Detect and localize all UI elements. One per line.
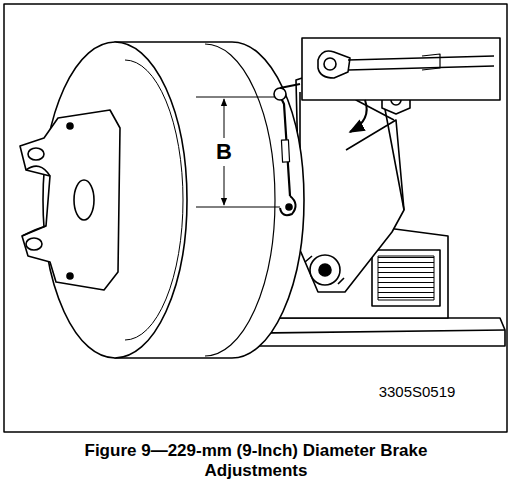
figure-frame [4,4,507,432]
adjusting-nut [310,255,340,285]
inset-detail [302,38,500,100]
lug-hole [28,148,44,160]
dimension-label: B [214,140,234,164]
inset-clevis [318,51,350,78]
figure-caption: Figure 9—229-mm (9-Inch) Diameter Brake … [36,441,476,482]
linkage-rod [280,96,290,196]
figure-code: 3305S0519 [377,384,458,401]
housing-vent [372,250,440,306]
hub-center [74,180,94,220]
hub-flange [20,110,120,290]
dimension-b [196,97,280,207]
lug-hole [26,238,42,250]
inset-arrow [350,100,367,132]
rod-hook [280,196,296,215]
clevis-pin [274,88,286,100]
